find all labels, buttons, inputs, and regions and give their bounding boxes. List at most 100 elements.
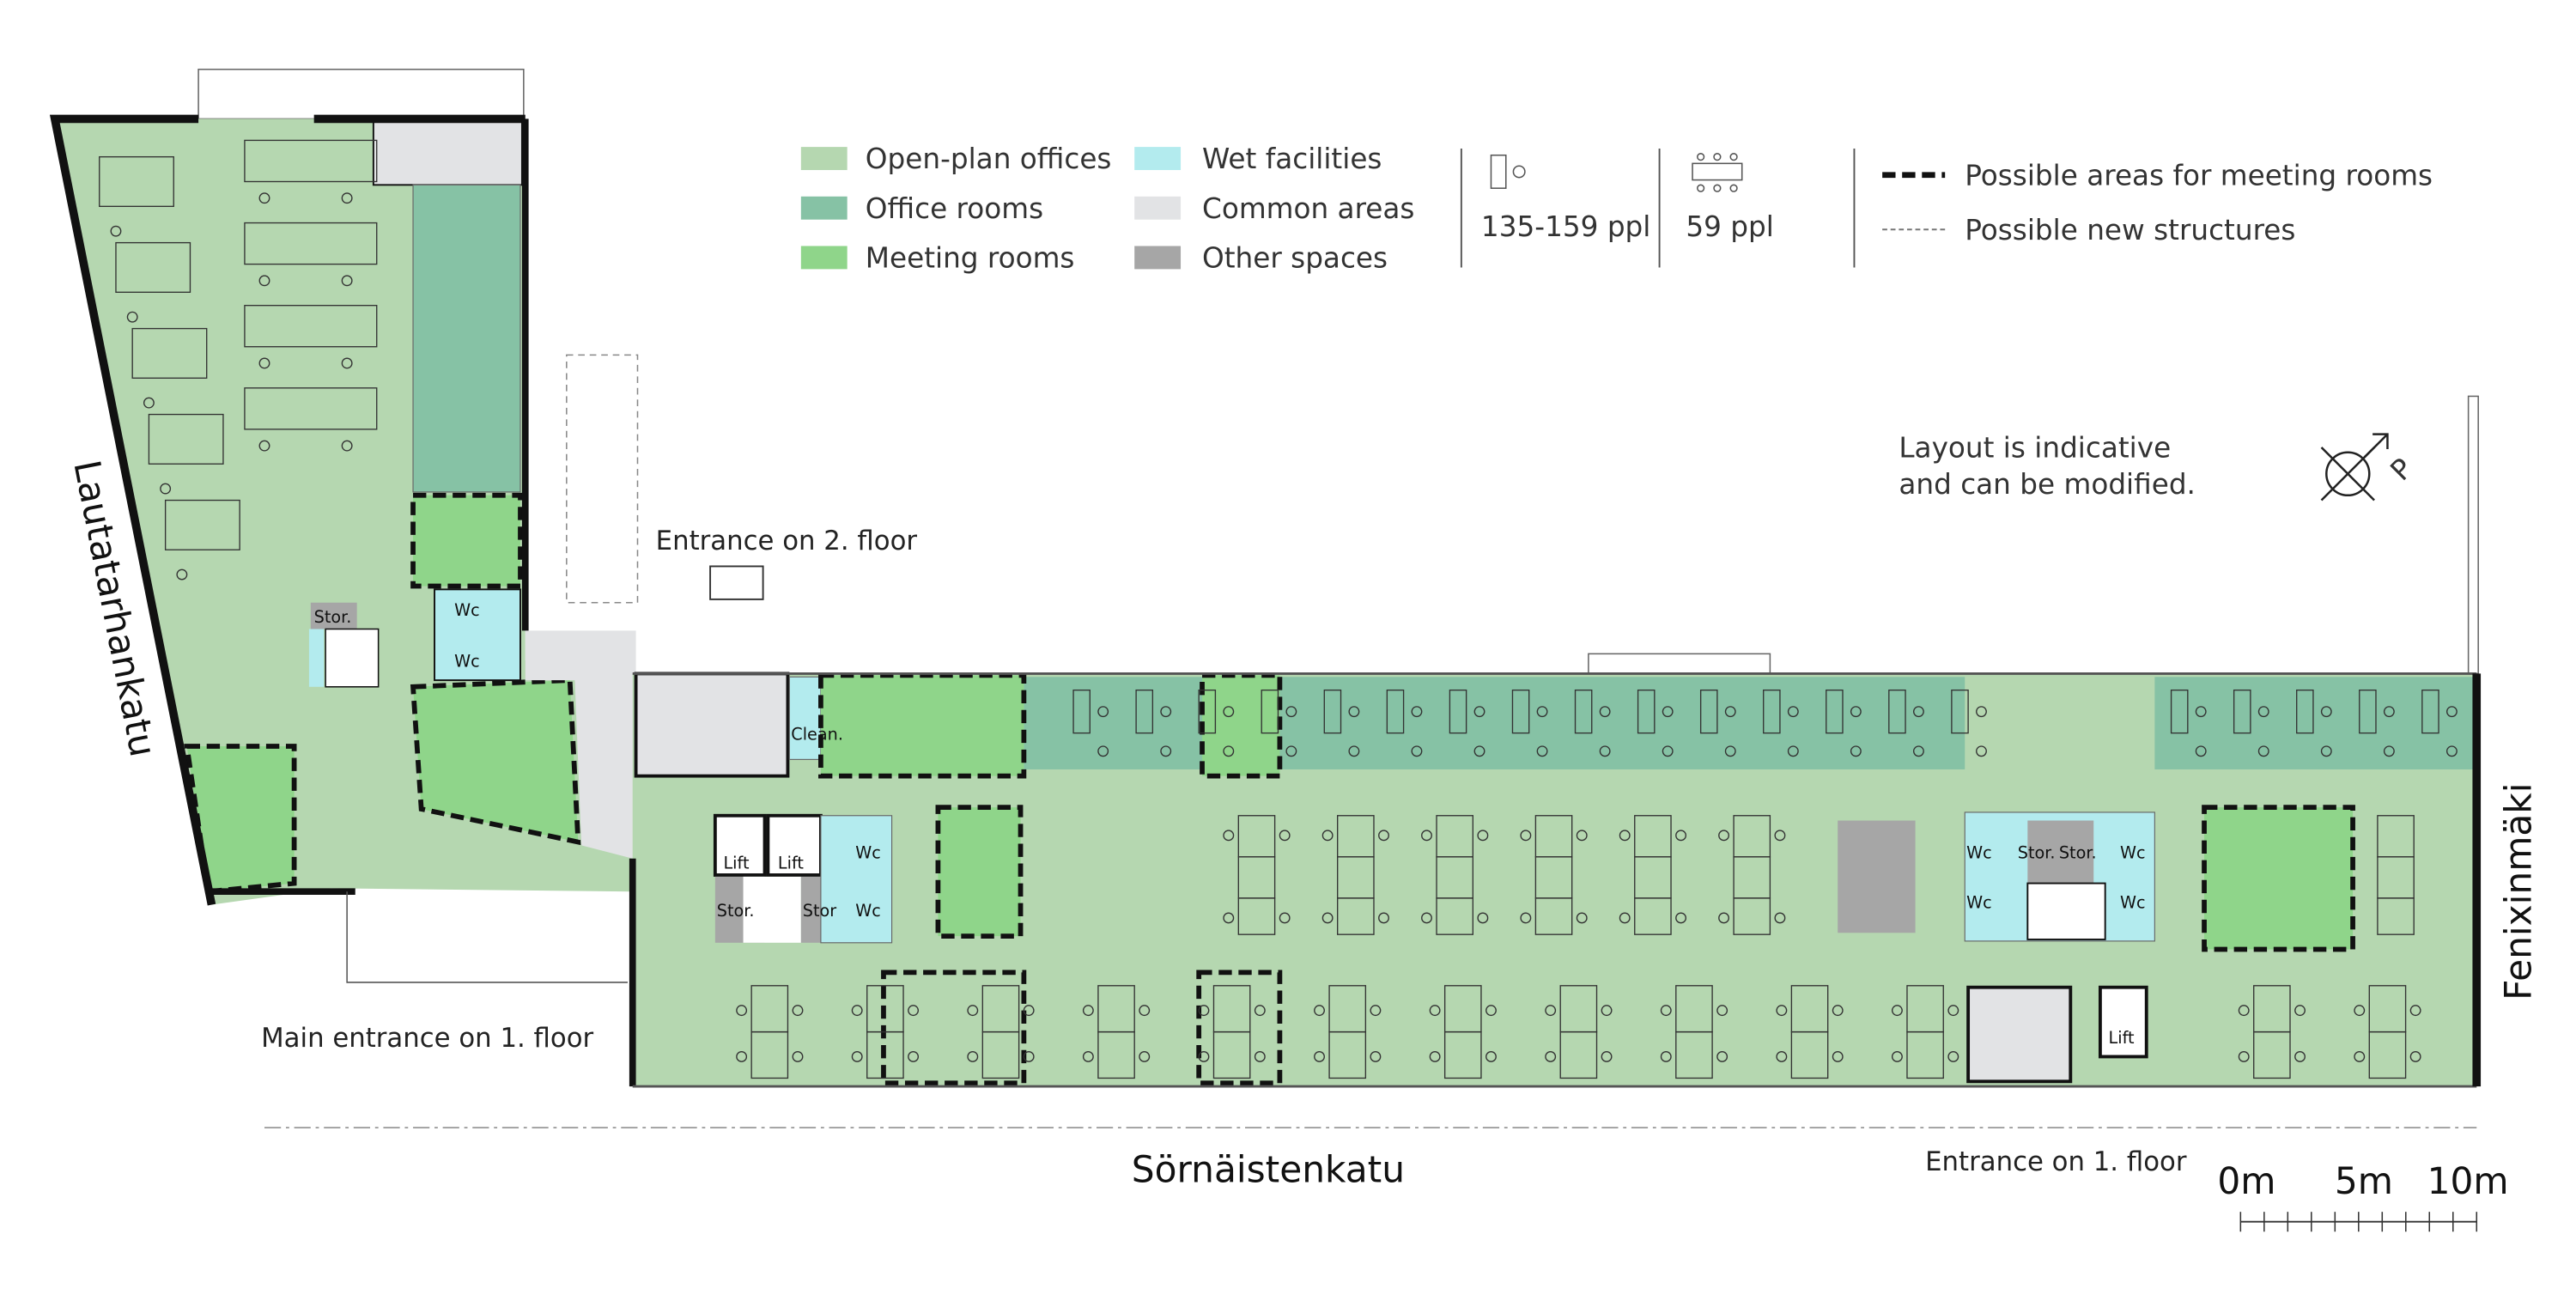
desk	[1511, 689, 1530, 734]
chair	[1321, 830, 1334, 842]
chair	[967, 1051, 979, 1062]
room-label: Stor	[803, 901, 836, 921]
desk	[164, 499, 240, 550]
chair	[2257, 745, 2269, 757]
chair	[1675, 830, 1687, 842]
entrance-2nd-floor-label: Entrance on 2. floor	[656, 526, 918, 556]
desk	[1198, 689, 1217, 734]
chair	[2354, 1005, 2366, 1017]
desk	[2170, 689, 2189, 734]
chair	[258, 275, 270, 287]
chair	[1097, 745, 1109, 757]
chair	[1601, 1051, 1613, 1062]
chair	[1139, 1005, 1151, 1017]
right-facade-structure	[2467, 395, 2479, 675]
room-label: Wc	[2120, 843, 2146, 863]
chair	[1223, 706, 1235, 718]
chair	[1947, 1005, 1959, 1017]
chair	[736, 1051, 748, 1062]
legend-swatch-other	[1134, 246, 1182, 270]
chair	[1787, 706, 1799, 718]
chair	[258, 440, 270, 452]
storage-core-2	[800, 876, 821, 943]
desk	[244, 139, 378, 183]
chair	[2383, 706, 2395, 718]
kitchenette-west	[308, 629, 325, 687]
chair	[1660, 1051, 1672, 1062]
chair	[1850, 706, 1862, 718]
meeting-area-south-1	[881, 970, 1027, 1086]
chair	[1520, 912, 1532, 924]
chair	[341, 357, 353, 369]
compass-label: P	[2385, 452, 2420, 487]
chair	[1662, 745, 1674, 757]
chair	[1976, 706, 1987, 718]
chair	[1716, 1051, 1728, 1062]
chair	[1082, 1005, 1094, 1017]
east-entrance-label: Entrance on 1. floor	[1925, 1146, 2187, 1177]
chair	[1662, 706, 1674, 718]
chair	[1223, 912, 1235, 924]
meeting-table-icon	[1692, 153, 1743, 192]
chair	[1321, 912, 1334, 924]
office-rooms-north-1	[1024, 677, 1965, 769]
desk	[1135, 689, 1154, 734]
chair	[1787, 745, 1799, 757]
main-entrance-label: Main entrance on 1. floor	[261, 1023, 593, 1054]
chair	[110, 225, 122, 237]
desk	[244, 222, 378, 265]
chair	[1891, 1051, 1903, 1062]
room-label: Lift	[778, 853, 804, 872]
layout-note-line1: Layout is indicative	[1899, 432, 2171, 465]
chair	[1619, 830, 1631, 842]
chair	[176, 568, 188, 581]
chair	[1348, 745, 1360, 757]
desk	[1888, 689, 1906, 734]
room-label: Wc	[1966, 843, 1992, 863]
desk	[1826, 689, 1844, 734]
legend-label-wet: Wet facilities	[1202, 143, 1382, 175]
scale-label-0: 0m	[2217, 1160, 2275, 1202]
desk	[2233, 689, 2251, 734]
chair	[2294, 1051, 2306, 1062]
room-label: Wc	[2120, 892, 2146, 912]
room-label: Wc	[855, 843, 881, 863]
chair	[1411, 706, 1423, 718]
room-label: Stor.	[717, 901, 755, 921]
chair	[143, 397, 155, 409]
desk	[2296, 689, 2314, 734]
chair	[1370, 1005, 1382, 1017]
chair	[1832, 1005, 1844, 1017]
desk	[1699, 689, 1718, 734]
chair	[1536, 745, 1548, 757]
exterior-walls	[49, 114, 2482, 1088]
chair	[1279, 830, 1291, 842]
chair	[1023, 1005, 1035, 1017]
room-label: Wc	[855, 901, 881, 921]
meeting-room-east	[2202, 805, 2355, 952]
chair	[1378, 830, 1389, 842]
legend-label-open-plan: Open-plan offices	[866, 143, 1112, 175]
chair	[1477, 830, 1489, 842]
room-label: Wc	[1966, 892, 1992, 912]
office-rooms-west	[412, 184, 521, 493]
chair	[2238, 1005, 2250, 1017]
chair	[908, 1051, 920, 1062]
room-label: Stor.	[2059, 843, 2097, 863]
chair	[1774, 912, 1786, 924]
chair	[1545, 1005, 1557, 1017]
chair	[967, 1005, 979, 1017]
room-label: Stor.	[314, 607, 352, 627]
desk	[1237, 897, 1276, 935]
chair	[851, 1051, 863, 1062]
stairwell-east	[1966, 985, 2073, 1084]
chair	[1716, 1005, 1728, 1017]
storage-core-void	[743, 876, 801, 943]
scale-label-5: 5m	[2335, 1160, 2393, 1202]
chair	[1912, 706, 1924, 718]
legend-swatch-open-plan	[800, 147, 848, 171]
chair	[2320, 745, 2332, 757]
scale-label-10: 10m	[2427, 1160, 2509, 1202]
chair	[2320, 706, 2332, 718]
desk	[1790, 1030, 1829, 1079]
